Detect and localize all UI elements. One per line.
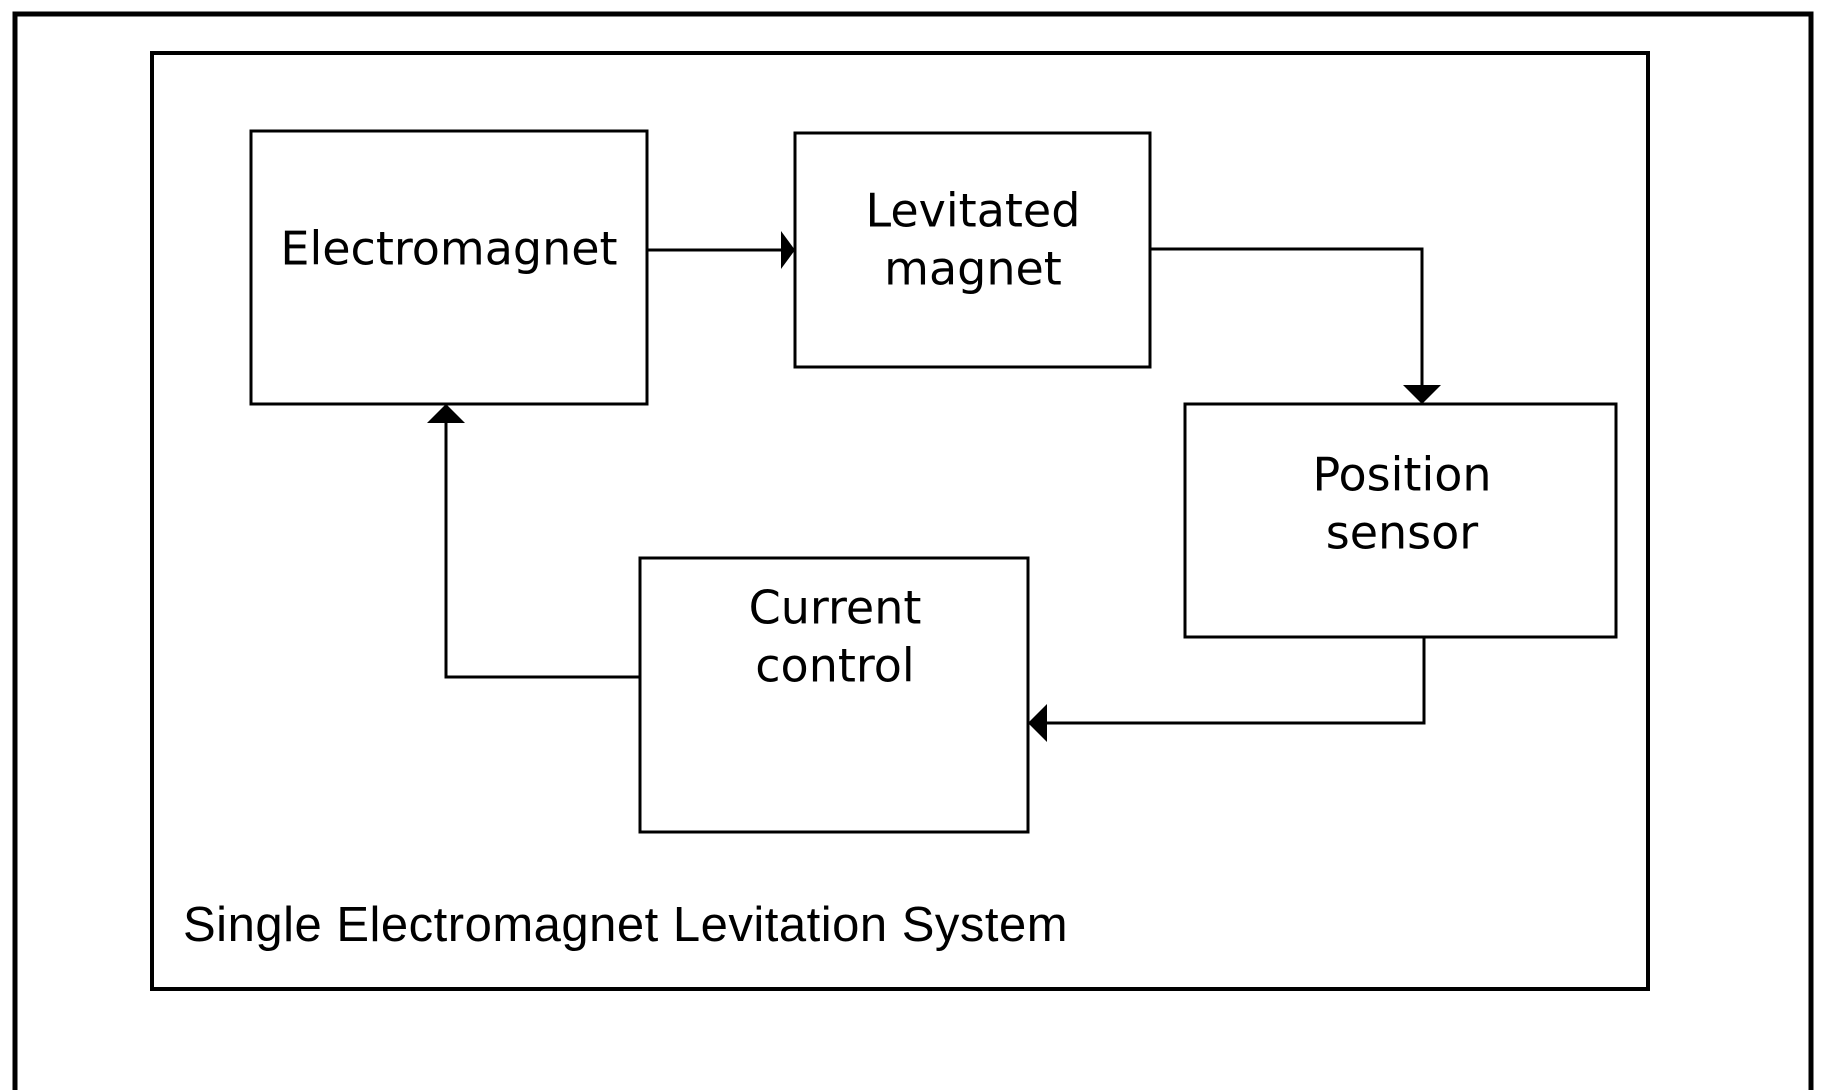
arrowhead-right-icon xyxy=(781,231,795,269)
connector-line xyxy=(1150,247,1424,385)
block-levitated-magnet-label-line1: Levitated xyxy=(866,184,1081,238)
block-current-control[interactable]: Current control xyxy=(638,556,1030,834)
block-current-control-rect xyxy=(638,556,1030,834)
connector-line xyxy=(444,423,640,679)
diagram-caption: Single Electromagnet Levitation System xyxy=(183,898,1068,952)
connector-line xyxy=(1047,637,1426,725)
block-levitated-magnet[interactable]: Levitated magnet xyxy=(793,131,1152,369)
block-current-control-label-line1: Current xyxy=(749,581,922,635)
arrowhead-up-icon xyxy=(427,404,465,423)
block-electromagnet[interactable]: Electromagnet xyxy=(249,129,649,406)
connector-electromagnet-to-levitated-magnet xyxy=(647,231,795,269)
arrowhead-left-icon xyxy=(1028,704,1047,742)
block-position-sensor-rect xyxy=(1183,402,1618,639)
block-electromagnet-label: Electromagnet xyxy=(280,222,617,276)
block-electromagnet-rect xyxy=(249,129,649,406)
block-position-sensor[interactable]: Position sensor xyxy=(1183,402,1618,639)
block-levitated-magnet-label-line2: magnet xyxy=(884,242,1062,296)
block-current-control-label-line2: control xyxy=(755,639,914,693)
block-position-sensor-label-line2: sensor xyxy=(1326,506,1479,560)
block-position-sensor-label-line1: Position xyxy=(1312,448,1491,502)
page-border xyxy=(12,11,1814,1090)
arrowhead-down-icon xyxy=(1403,385,1441,404)
diagram-frame xyxy=(150,51,1650,991)
connector-current-control-to-electromagnet xyxy=(427,404,640,679)
connector-position-sensor-to-current-control xyxy=(1028,637,1426,742)
connector-levitated-magnet-to-position-sensor xyxy=(1150,247,1441,404)
